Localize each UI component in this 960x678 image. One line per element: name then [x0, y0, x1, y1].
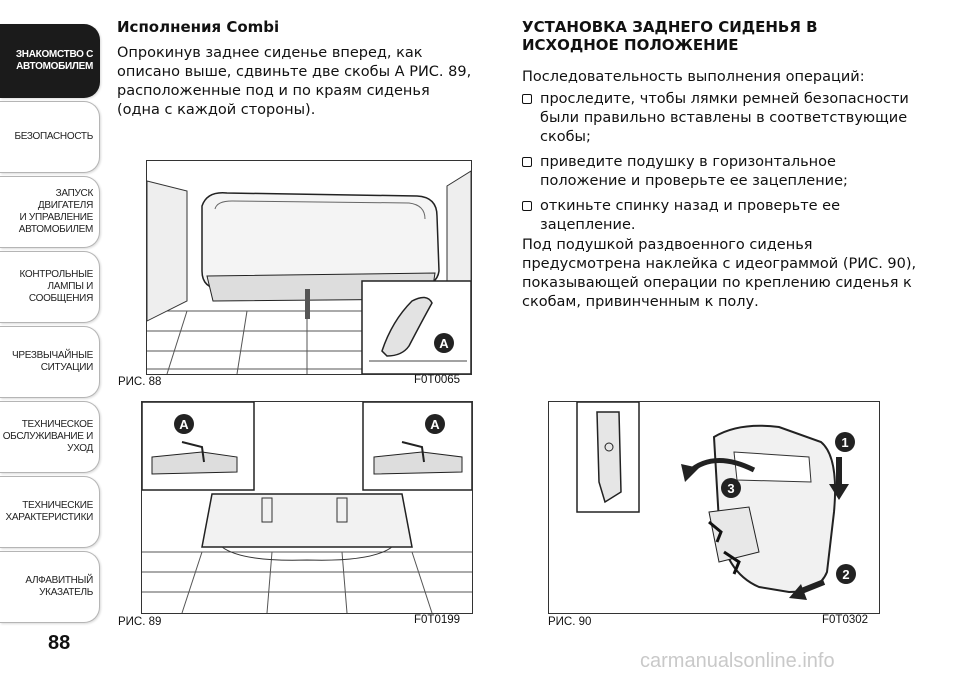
- step-text: приведите подушку в горизонтальное полож…: [540, 154, 848, 189]
- callout-step-1: 1: [841, 435, 848, 450]
- callout-step-2: 2: [842, 567, 849, 582]
- tab-index[interactable]: АЛФАВИТНЫЙ УКАЗАТЕЛЬ: [0, 551, 100, 623]
- callout-a: A: [439, 336, 449, 351]
- figure-88-caption: РИС. 88: [118, 376, 162, 388]
- page-number: 88: [48, 632, 71, 654]
- callout-a-right: A: [430, 417, 440, 432]
- seat-brackets-illustration: A A: [142, 402, 472, 613]
- tab-warning-lights[interactable]: КОНТРОЛЬНЫЕ ЛАМПЫ И СООБЩЕНИЯ: [0, 251, 100, 323]
- tab-maintenance[interactable]: ТЕХНИЧЕСКОЕ ОБСЛУЖИВАНИЕ И УХОД: [0, 401, 100, 473]
- checkbox-bullet-icon: [522, 157, 532, 167]
- tab-vehicle-intro[interactable]: ЗНАКОМСТВО С АВТОМОБИЛЕМ: [0, 24, 100, 98]
- figure-90-code: F0T0302: [822, 614, 869, 626]
- section-subheading: Исполнения Combi: [117, 18, 280, 36]
- left-paragraph: Опрокинув заднее сиденье вперед, как опи…: [117, 45, 472, 118]
- step-text: проследите, чтобы лямки ремней безопасно…: [540, 91, 909, 145]
- figure-89: A A: [141, 401, 473, 614]
- checkbox-bullet-icon: [522, 94, 532, 104]
- steps-intro: Последовательность выполнения операций:: [522, 69, 865, 85]
- note-paragraph: Под подушкой раздвоенного сиденья предус…: [522, 237, 917, 310]
- figure-88: A: [146, 160, 472, 375]
- list-item: проследите, чтобы лямки ремней безопасно…: [522, 90, 912, 147]
- checkbox-bullet-icon: [522, 201, 532, 211]
- figure-90-caption: РИС. 90: [548, 616, 592, 628]
- section-heading: УСТАНОВКА ЗАДНЕГО СИДЕНЬЯ В ИСХОДНОЕ ПОЛ…: [522, 18, 818, 54]
- seat-folded-illustration: A: [147, 161, 471, 374]
- step-text: откиньте спинку назад и проверьте ее зац…: [540, 198, 841, 233]
- list-item: откиньте спинку назад и проверьте ее зац…: [522, 197, 912, 235]
- figure-89-code: F0T0199: [414, 614, 461, 626]
- callout-a-left: A: [179, 417, 189, 432]
- tab-specifications[interactable]: ТЕХНИЧЕСКИЕ ХАРАКТЕРИСТИКИ: [0, 476, 100, 548]
- figure-89-caption: РИС. 89: [118, 616, 162, 628]
- watermark: carmanualsonline.info: [640, 650, 835, 672]
- figure-88-code: F0T0065: [414, 374, 461, 386]
- tab-engine-start[interactable]: ЗАПУСК ДВИГАТЕЛЯ И УПРАВЛЕНИЕ АВТОМОБИЛЕ…: [0, 176, 100, 248]
- tab-safety[interactable]: БЕЗОПАСНОСТЬ: [0, 101, 100, 173]
- seat-install-illustration: 1 2 3: [549, 402, 879, 613]
- figure-90: 1 2 3: [548, 401, 880, 614]
- callout-step-3: 3: [727, 481, 734, 496]
- list-item: приведите подушку в горизонтальное полож…: [522, 153, 912, 191]
- tab-emergency[interactable]: ЧРЕЗВЫЧАЙНЫЕ СИТУАЦИИ: [0, 326, 100, 398]
- steps-list: проследите, чтобы лямки ремней безопасно…: [522, 90, 912, 241]
